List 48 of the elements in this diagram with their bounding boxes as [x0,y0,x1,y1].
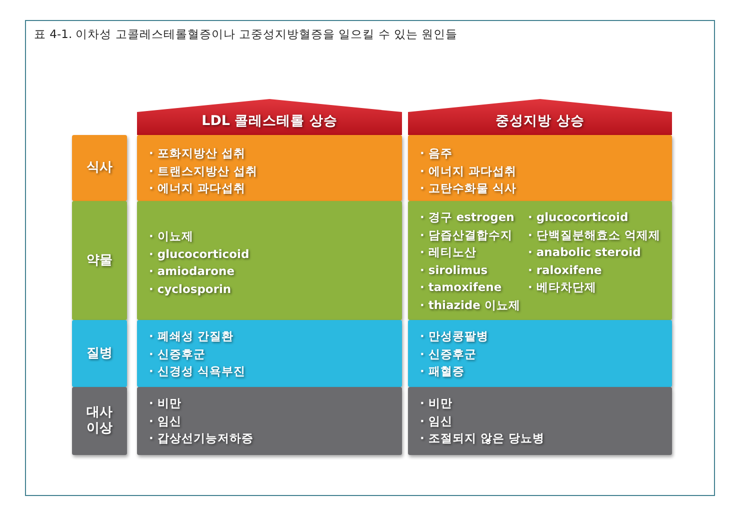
list-item: · 신증후군 [149,346,206,362]
list-item: · tamoxifene [420,279,502,296]
row-header: 약물 [72,201,127,320]
table-cell [408,135,672,201]
list-item: · 조절되지 않은 당뇨병 [420,430,544,447]
list-item: · 단백질분해효소 억제제 [528,226,660,244]
list-item: · 경구 estrogen [420,209,514,226]
list-item: · sirolimus [420,262,488,278]
list-item: · 담즙산결합수지 [420,226,512,244]
table-title: 표 4-1. 이차성 고콜레스테롤혈증이나 고중성지방혈증을 일으킬 수 있는 원인들 [34,27,458,42]
list-item: · thiazide 이뇨제 [420,296,520,314]
list-item: · 에너지 과다섭취 [420,162,516,180]
list-item: · 임신 [420,412,452,430]
list-item: · 이뇨제 [149,228,194,245]
list-item: · 고탄수화물 식사 [420,180,516,197]
table-cell [408,387,672,455]
row-header: 질병 [72,320,127,387]
list-item: · anabolic steroid [528,244,641,261]
list-item: · 임신 [149,412,182,430]
list-item: · 패혈증 [420,363,464,380]
list-item: · 트랜스지방산 섭취 [149,162,258,180]
table-cell [408,201,672,320]
list-item: · 레티노산 [420,244,476,261]
list-item: · 갑상선기능저하증 [149,430,254,447]
list-item: · 만성콩팥병 [420,328,488,345]
column-header: LDL 콜레스테롤 상승 [137,99,402,135]
row-header: 대사 이상 [72,387,127,455]
row-header: 식사 [72,135,127,201]
list-item: · glucocorticoid [528,209,628,226]
table-cell [408,320,672,387]
table-cell [137,320,402,387]
list-item: · cyclosporin [149,280,232,298]
list-item: · 포화지방산 섭취 [149,145,246,162]
list-item: · 폐쇄성 간질환 [149,328,234,345]
list-item: · 에너지 과다섭취 [149,180,246,197]
list-item: · 비만 [149,395,182,412]
list-item: · 신증후군 [420,346,476,362]
list-item: · 비만 [420,395,452,412]
table-cell [137,135,402,201]
list-item: · 베타차단제 [528,279,596,296]
table-cell [137,201,402,320]
list-item: · 음주 [420,145,452,162]
list-item: · raloxifene [528,262,602,278]
list-item: · glucocorticoid [149,246,250,262]
list-item: · 신경성 식욕부진 [149,363,246,380]
list-item: · amiodarone [149,263,235,280]
column-header: 중성지방 상승 [408,99,672,135]
table-cell [137,387,402,455]
